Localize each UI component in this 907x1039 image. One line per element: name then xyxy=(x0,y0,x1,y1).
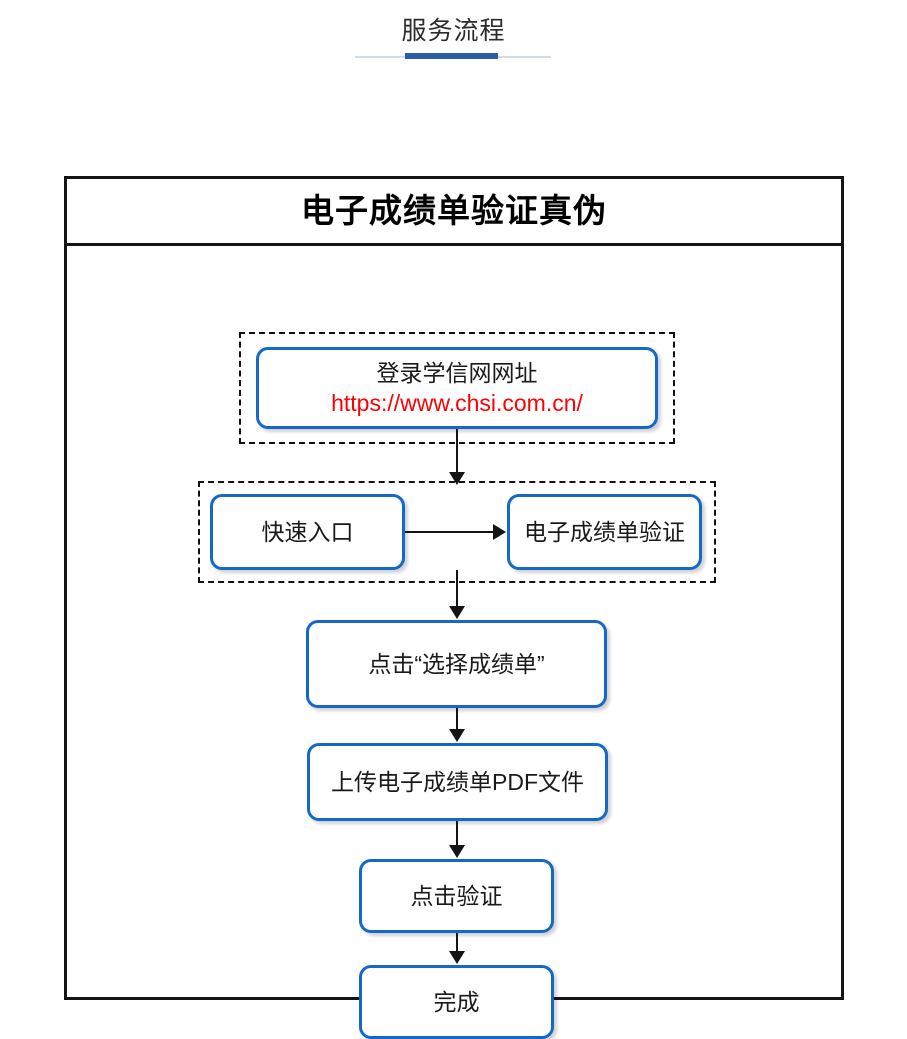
node-quick-entry-label: 快速入口 xyxy=(261,519,354,545)
node-click-verify-label: 点击验证 xyxy=(410,883,503,909)
node-login-chsi-url[interactable]: https://www.chsi.com.cn/ xyxy=(331,390,583,416)
connector-login-to-entry xyxy=(456,429,458,474)
connector-entry-to-verification xyxy=(405,531,495,533)
node-login-chsi[interactable]: 登录学信网网址 https://www.chsi.com.cn/ xyxy=(256,347,658,429)
node-click-select-transcript[interactable]: 点击“选择成绩单” xyxy=(306,620,607,708)
arrowhead-verify-to-done xyxy=(449,951,465,964)
node-quick-entry[interactable]: 快速入口 xyxy=(210,494,405,570)
node-click-select-transcript-label: 点击“选择成绩单” xyxy=(368,651,545,677)
page-title: 服务流程 xyxy=(401,17,506,45)
header-rule-accent xyxy=(405,53,498,59)
arrowhead-verification-to-select xyxy=(449,606,465,619)
connector-verification-to-select xyxy=(456,570,458,608)
arrowhead-entry-to-verification xyxy=(493,524,506,540)
arrowhead-upload-to-verify xyxy=(449,845,465,858)
connector-verify-to-done xyxy=(456,933,458,955)
page-header: 服务流程 xyxy=(0,0,907,68)
flowchart-title: 电子成绩单验证真伪 xyxy=(67,179,841,246)
node-upload-pdf[interactable]: 上传电子成绩单PDF文件 xyxy=(307,743,608,821)
node-transcript-verification-label: 电子成绩单验证 xyxy=(524,519,685,545)
flowchart-canvas: 登录学信网网址 https://www.chsi.com.cn/ 快速入口 电子… xyxy=(67,246,841,1039)
connector-select-to-upload xyxy=(456,708,458,731)
flowchart-frame: 电子成绩单验证真伪 登录学信网网址 https://www.chsi.com.c… xyxy=(64,176,844,1039)
node-login-chsi-line1: 登录学信网网址 xyxy=(376,360,538,386)
node-upload-pdf-label: 上传电子成绩单PDF文件 xyxy=(331,769,584,795)
node-click-verify[interactable]: 点击验证 xyxy=(359,859,554,933)
node-transcript-verification[interactable]: 电子成绩单验证 xyxy=(507,494,702,570)
arrowhead-select-to-upload xyxy=(449,729,465,742)
connector-upload-to-verify xyxy=(456,821,458,847)
node-done-label: 完成 xyxy=(433,989,480,1015)
node-done[interactable]: 完成 xyxy=(359,965,554,1039)
